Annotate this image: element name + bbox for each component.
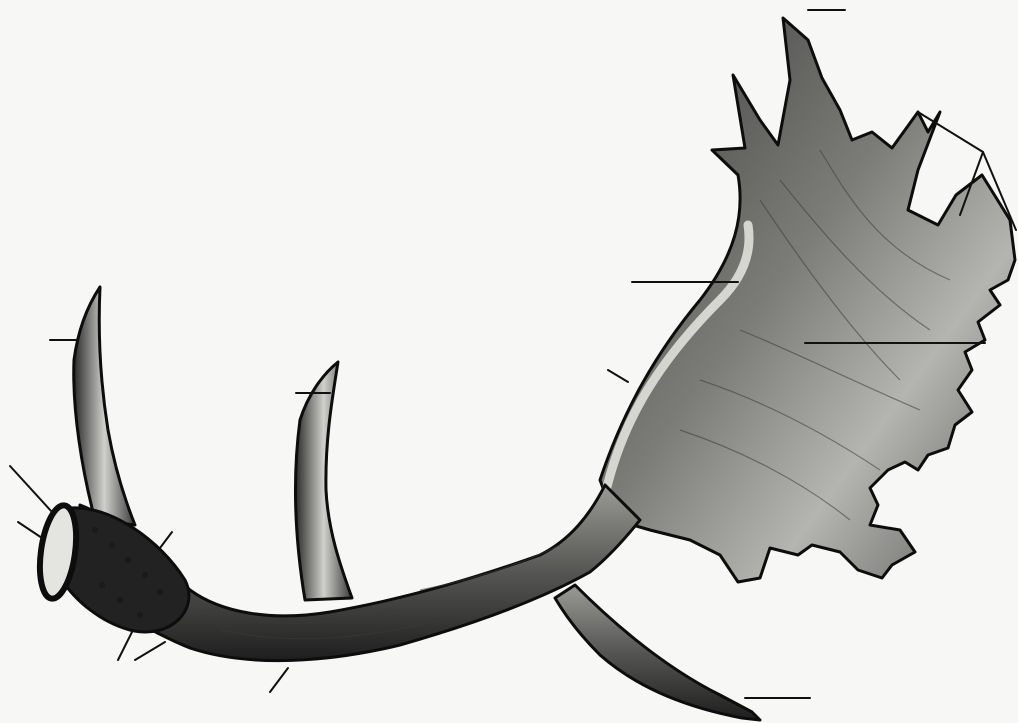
brow-tine <box>74 287 135 525</box>
trez-tine <box>295 362 352 600</box>
rear-tine <box>555 585 760 720</box>
leader-line-cut-surface <box>18 522 42 538</box>
leader-line-burr-top <box>160 532 172 548</box>
leader-line-pedicle <box>10 466 52 512</box>
leader-line-burr-b <box>135 642 165 660</box>
leader-line-palm-edge <box>608 370 628 382</box>
leader-line-beam <box>270 668 288 692</box>
antler-burr <box>62 508 189 632</box>
antler-palm <box>600 18 1015 582</box>
leader-line-burr-a <box>118 632 132 660</box>
